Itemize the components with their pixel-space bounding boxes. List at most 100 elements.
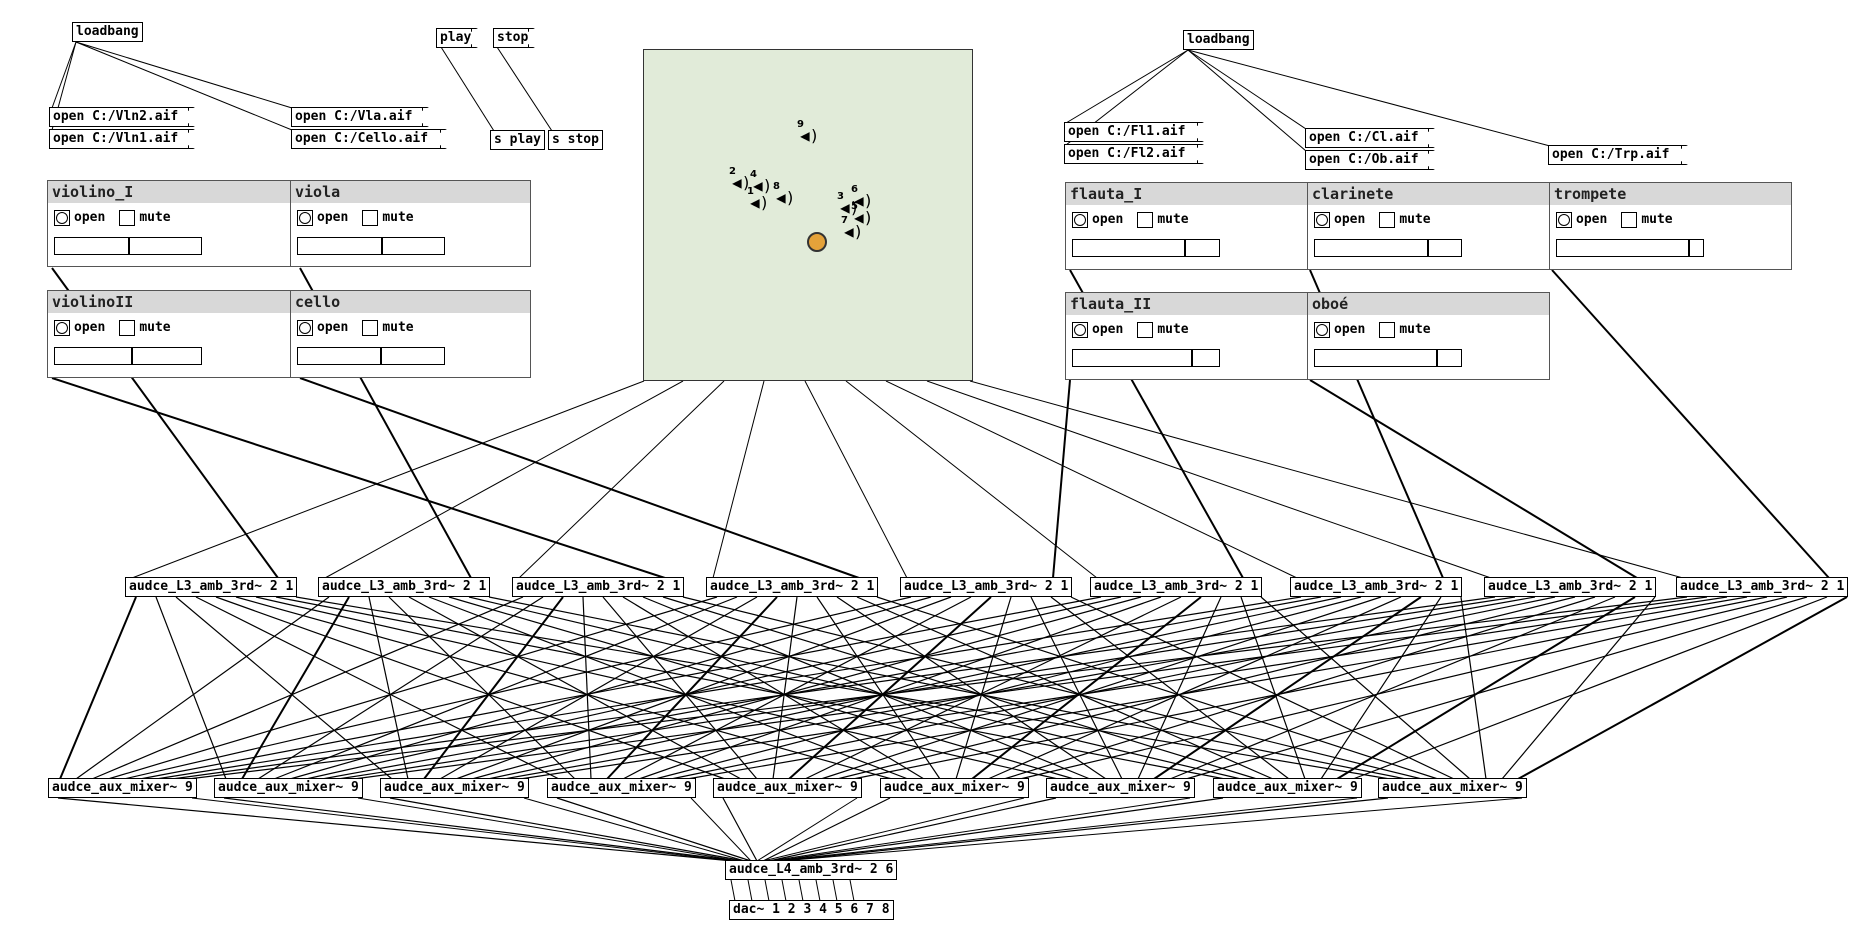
aux-mixer[interactable]: audce_aux_mixer~ 9: [1378, 778, 1527, 798]
mute-toggle[interactable]: [362, 320, 379, 336]
open-bang[interactable]: [54, 320, 70, 336]
speaker-icon[interactable]: 7◀): [841, 215, 864, 241]
slider-knob[interactable]: [1688, 240, 1691, 256]
volume-slider[interactable]: [1556, 239, 1704, 257]
patch-cord: [337, 596, 1516, 780]
volume-slider[interactable]: [1072, 349, 1220, 367]
patch-cord: [191, 797, 734, 862]
open-ob-message[interactable]: open C:/Ob.aif: [1305, 150, 1435, 170]
speaker-icon[interactable]: 2◀): [729, 166, 752, 192]
patch-cord: [836, 596, 1576, 780]
aux-mixer[interactable]: audce_aux_mixer~ 9: [1046, 778, 1195, 798]
encoder[interactable]: audce_L3_amb_3rd~ 2 1: [900, 577, 1073, 597]
aux-mixer[interactable]: audce_aux_mixer~ 9: [547, 778, 696, 798]
volume-slider[interactable]: [1072, 239, 1220, 257]
patch-cord: [772, 596, 798, 780]
patch-cord: [1501, 596, 1656, 780]
listener-icon[interactable]: [807, 232, 827, 252]
mute-toggle[interactable]: [362, 210, 379, 226]
speaker-icon[interactable]: 6◀): [851, 184, 874, 210]
patch-cord: [439, 596, 758, 780]
patch-cord: [305, 596, 1122, 780]
patch-cord: [845, 380, 1098, 579]
patch-cord: [448, 596, 1075, 780]
loadbang-left[interactable]: loadbang: [72, 22, 143, 42]
encoder[interactable]: audce_L3_amb_3rd~ 2 1: [706, 577, 879, 597]
open-fl2-message[interactable]: open C:/Fl2.aif: [1064, 144, 1204, 164]
slider-knob[interactable]: [1183, 240, 1186, 256]
loadbang-right[interactable]: loadbang: [1183, 30, 1254, 50]
slider-knob[interactable]: [379, 348, 382, 364]
volume-slider[interactable]: [1314, 349, 1462, 367]
speaker-number: 4: [750, 169, 757, 180]
dac-output[interactable]: dac~ 1 2 3 4 5 6 7 8: [729, 900, 894, 920]
speaker-icon[interactable]: 8◀): [773, 181, 796, 207]
play-message[interactable]: play: [436, 28, 478, 48]
mute-toggle[interactable]: [1621, 212, 1638, 228]
patch-cord: [662, 596, 1258, 780]
patch-cord: [638, 596, 1162, 780]
open-cello-message[interactable]: open C:/Cello.aif: [291, 129, 447, 149]
open-bang[interactable]: [1072, 212, 1088, 228]
speaker-icon[interactable]: 1◀): [747, 186, 770, 212]
aux-mixer[interactable]: audce_aux_mixer~ 9: [214, 778, 363, 798]
encoder[interactable]: audce_L3_amb_3rd~ 2 1: [512, 577, 685, 597]
volume-slider[interactable]: [54, 237, 202, 255]
open-fl1-message[interactable]: open C:/Fl1.aif: [1064, 122, 1204, 142]
speaker-icon[interactable]: 5◀): [851, 201, 874, 227]
aux-mixer[interactable]: audce_aux_mixer~ 9: [48, 778, 197, 798]
slider-knob[interactable]: [1427, 240, 1430, 256]
open-vln2-message[interactable]: open C:/Vln2.aif: [49, 107, 195, 127]
encoder[interactable]: audce_L3_amb_3rd~ 2 1: [1676, 577, 1849, 597]
spatial-grid[interactable]: 9◀) 2◀) 4◀) 1◀) 8◀) 6◀) 3◀) 5◀) 7◀): [643, 49, 973, 381]
open-cl-message[interactable]: open C:/Cl.aif: [1305, 128, 1435, 148]
slider-knob[interactable]: [130, 348, 133, 364]
encoder[interactable]: audce_L3_amb_3rd~ 2 1: [318, 577, 491, 597]
mute-toggle[interactable]: [1379, 212, 1396, 228]
patch-cord: [295, 596, 1391, 780]
mute-toggle[interactable]: [119, 320, 136, 336]
open-bang[interactable]: [1314, 212, 1330, 228]
patch-cord: [1153, 596, 1422, 780]
mute-toggle[interactable]: [1137, 322, 1154, 338]
volume-slider[interactable]: [297, 347, 445, 365]
aux-mixer[interactable]: audce_aux_mixer~ 9: [713, 778, 862, 798]
send-play[interactable]: s play: [490, 130, 545, 150]
volume-slider[interactable]: [297, 237, 445, 255]
slider-knob[interactable]: [381, 238, 384, 254]
slider-knob[interactable]: [1191, 350, 1194, 366]
mute-toggle[interactable]: [119, 210, 136, 226]
send-stop[interactable]: s stop: [548, 130, 603, 150]
open-vln1-message[interactable]: open C:/Vln1.aif: [49, 129, 195, 149]
open-bang[interactable]: [1072, 322, 1088, 338]
open-bang[interactable]: [297, 320, 313, 336]
volume-slider[interactable]: [1314, 239, 1462, 257]
open-bang[interactable]: [1314, 322, 1330, 338]
open-vla-message[interactable]: open C:/Vla.aif: [291, 107, 429, 127]
open-bang[interactable]: [297, 210, 313, 226]
aux-mixer[interactable]: audce_aux_mixer~ 9: [880, 778, 1029, 798]
speaker-icon[interactable]: 9◀): [797, 119, 820, 145]
encoder[interactable]: audce_L3_amb_3rd~ 2 1: [1090, 577, 1263, 597]
aux-mixer[interactable]: audce_aux_mixer~ 9: [380, 778, 529, 798]
encoder[interactable]: audce_L3_amb_3rd~ 2 1: [125, 577, 298, 597]
patch-cord: [75, 596, 330, 780]
speaker-icon[interactable]: 3◀): [837, 191, 860, 217]
decoder[interactable]: audce_L4_amb_3rd~ 2 6: [725, 860, 898, 880]
speaker-icon[interactable]: 4◀): [750, 169, 773, 195]
patch-cord: [762, 797, 891, 862]
open-trp-message[interactable]: open C:/Trp.aif: [1548, 145, 1688, 165]
encoder[interactable]: audce_L3_amb_3rd~ 2 1: [1484, 577, 1657, 597]
mute-label: mute: [1157, 212, 1189, 227]
aux-mixer[interactable]: audce_aux_mixer~ 9: [1213, 778, 1362, 798]
volume-slider[interactable]: [54, 347, 202, 365]
slider-knob[interactable]: [1436, 350, 1439, 366]
slider-knob[interactable]: [128, 238, 130, 254]
mute-toggle[interactable]: [1137, 212, 1154, 228]
mute-toggle[interactable]: [1379, 322, 1396, 338]
encoder[interactable]: audce_L3_amb_3rd~ 2 1: [1290, 577, 1463, 597]
open-bang[interactable]: [1556, 212, 1572, 228]
open-bang[interactable]: [54, 210, 70, 226]
